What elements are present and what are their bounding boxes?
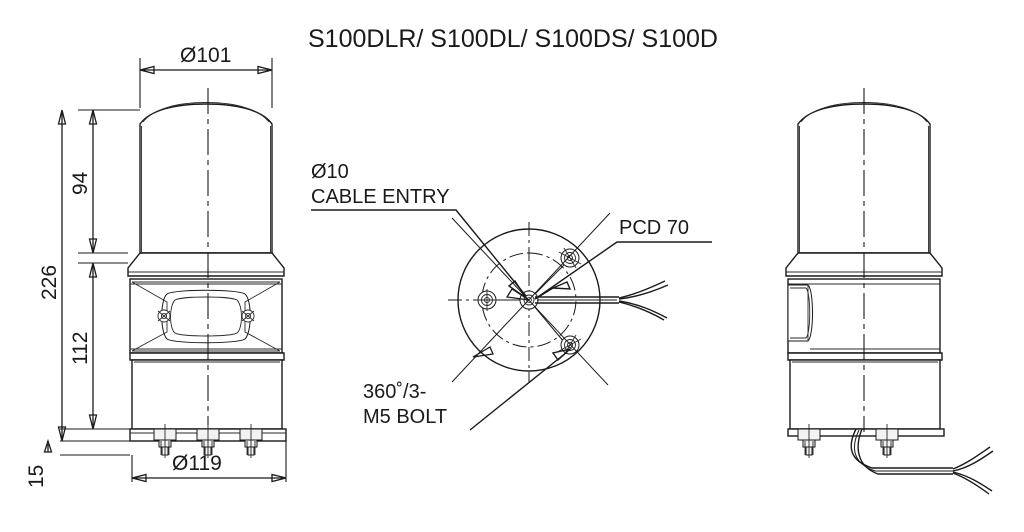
bottom-pcd-circle [481,252,577,348]
side-cable [850,428,994,495]
side-lower-housing [787,352,943,430]
side-base-plate [787,428,945,437]
callout-bolt-line1: 360˚/3- [363,381,426,403]
front-lens-dome [139,102,273,254]
dim-lower-height: 112 [69,262,98,430]
callout-pcd: PCD 70 [534,217,712,300]
dim-label-overall-height: 226 [38,265,61,300]
drawing-title: S100DLR/ S100DL/ S100DS/ S100D [308,25,718,53]
front-horn-section [129,278,283,354]
side-mounting-bolts [797,424,899,458]
dim-label-base-height: 15 [25,465,48,488]
callout-m5-bolt: 360˚/3- M5 BOLT [363,212,611,431]
mounting-bolt-center [196,424,220,458]
front-mounting-bolts [153,424,263,458]
bolt-hole-upper-right [558,247,582,269]
callout-cable-entry-line2: CABLE ENTRY [311,186,450,208]
mounting-bolt-right [239,424,263,458]
dim-overall-height: 226 [38,109,67,442]
dim-label-top-diameter: Ø101 [180,44,231,67]
dim-label-upper-height: 94 [69,171,92,195]
dim-top-diameter: Ø101 [139,44,273,75]
bolt-hole-left [476,289,498,311]
dim-label-bottom-diameter: Ø119 [172,452,222,475]
side-bolt-left [797,424,821,458]
dim-base-height: 15 [25,438,53,488]
callout-cable-entry-line1: Ø10 [311,161,349,183]
dim-label-lower-height: 112 [69,332,92,365]
callout-cable-entry: Ø10 CABLE ENTRY [311,161,527,299]
front-lower-housing [129,352,285,430]
side-elevation-view [785,88,994,495]
horn-screw-right [241,309,255,323]
front-shoulder [127,252,285,280]
bottom-plan-view: Ø10 CABLE ENTRY PCD 70 360˚/3- M5 BOLT [311,161,712,431]
callout-pcd-label: PCD 70 [619,217,689,239]
bottom-cable [535,280,669,321]
dim-upper-height: 94 [69,109,98,254]
dim-bottom-diameter: Ø119 [131,440,287,483]
front-elevation-view: Ø101 226 94 112 15 [25,44,287,488]
mounting-bolt-left [153,424,177,458]
horn-screw-left [157,309,171,323]
callout-bolt-line2: M5 BOLT [363,406,447,428]
front-extension-lines [60,58,273,456]
side-bolt-right [875,424,899,458]
